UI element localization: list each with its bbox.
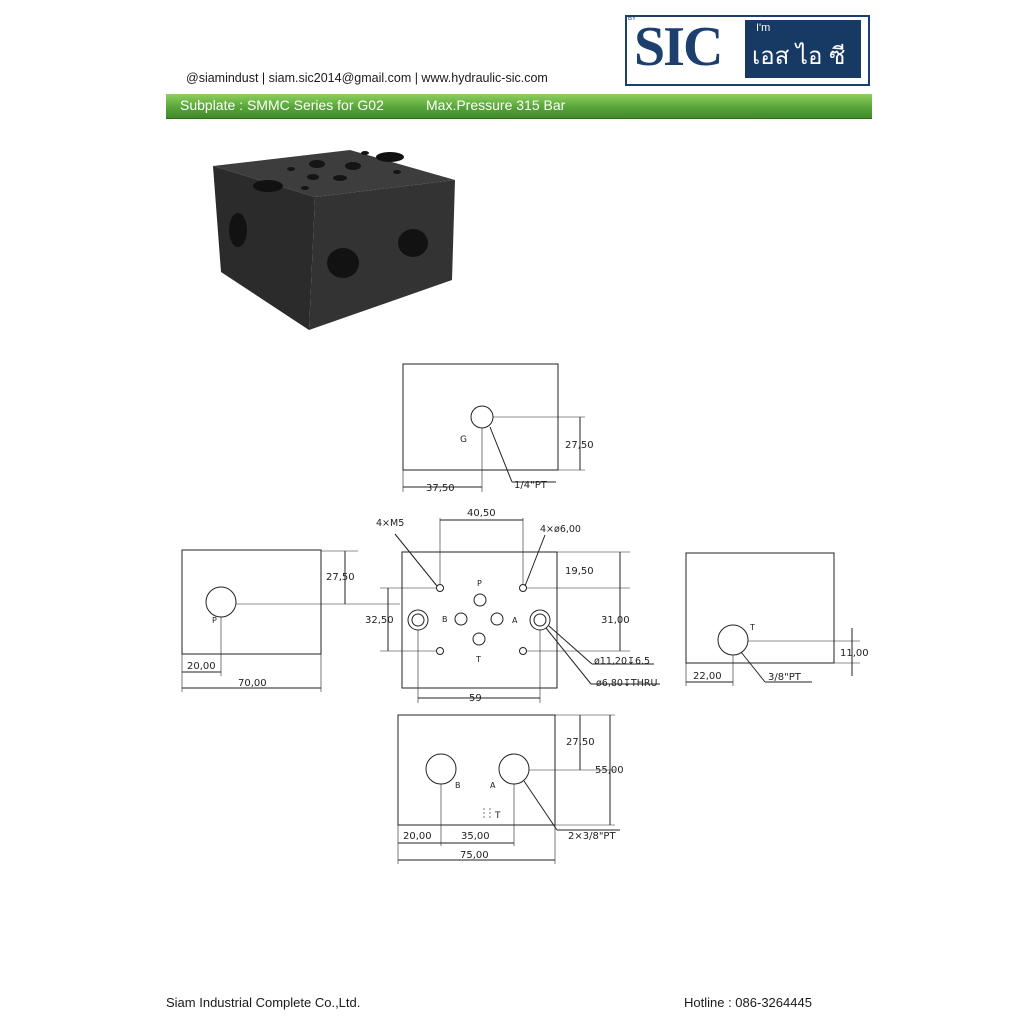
bottom-view: B A T 27,50 55,00 20,00 35,00 75,00 2×3/… [397,714,624,864]
logo-brand: SIC [634,16,723,78]
front-dim-bottom: 59 [469,693,482,704]
logo-im: I'm [756,22,771,34]
contact-line: @siamindust | siam.sic2014@gmail.com | w… [186,71,548,85]
front-port-b: B [442,615,448,624]
front-view: 4×M5 40,50 4×ø6,00 19,50 31,00 32,50 59 … [365,508,660,704]
front-counterbore: ø11,20↧6.5 [594,656,650,667]
bottom-port-a: A [490,781,496,790]
bottom-dim-offset: 20,00 [403,831,432,842]
right-dim-height: 11,00 [840,648,869,659]
top-dim-height: 27,50 [565,440,594,451]
logo-by: BY [628,16,637,22]
logo-badge [745,20,861,78]
front-dim-top: 40,50 [467,508,496,519]
front-dim-left: 32,50 [365,615,394,626]
subplate-product-image [213,150,455,330]
product-title: Subplate : SMMC Series for G02 [180,97,384,113]
left-dim-width: 70,00 [238,678,267,689]
footer-hotline: Hotline : 086-3264445 [684,995,812,1010]
front-dim-right: 31,00 [601,615,630,626]
bottom-port-b: B [455,781,461,790]
top-thread: 1/4"PT [514,480,548,491]
left-view: P 27,50 20,00 70,00 [181,549,400,692]
bottom-port-t: T [494,811,501,821]
bottom-dim-width: 75,00 [460,850,489,861]
left-port-p: P [212,616,217,625]
bottom-dim-height-b: 55,00 [595,765,624,776]
logo-thai-text: เอส ไอ ซี [752,43,846,70]
top-dim-width: 37,50 [426,483,455,494]
front-holes: 4×ø6,00 [540,524,581,535]
right-thread: 3/8"PT [768,672,802,683]
footer-company: Siam Industrial Complete Co.,Ltd. [166,995,361,1010]
right-port-t: T [749,623,755,632]
top-view: G 27,50 37,50 1/4"PT [402,363,594,494]
front-port-a: A [512,616,518,625]
title-bar [166,94,872,119]
front-port-p: P [477,579,482,588]
right-dim-offset: 22,00 [693,671,722,682]
bottom-dim-height-a: 27,50 [566,737,595,748]
left-dim-height: 27,50 [326,572,355,583]
right-view: T 11,00 22,00 3/8"PT [685,552,869,686]
front-screws: 4×M5 [376,518,404,529]
max-pressure: Max.Pressure 315 Bar [426,97,566,113]
bottom-thread: 2×3/8"PT [568,831,616,842]
front-port-t: T [475,655,481,664]
front-thru-hole: ø6,80↧THRU [596,678,657,689]
bottom-dim-spacing: 35,00 [461,831,490,842]
front-dim-right-top: 19,50 [565,566,594,577]
left-dim-offset: 20,00 [187,661,216,672]
top-port-g: G [460,435,467,445]
